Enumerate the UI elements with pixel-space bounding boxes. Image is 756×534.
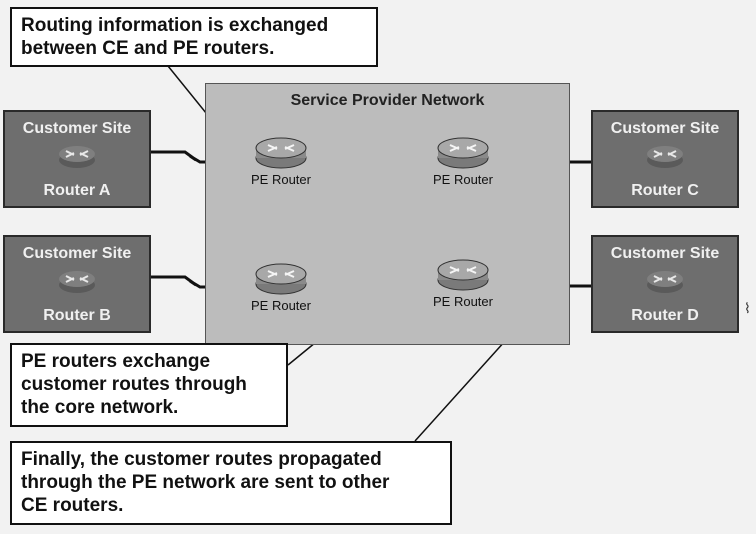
callout-core-exchange: PE routers exchange customer routes thro… — [10, 343, 288, 427]
customer-site-d: Customer Site Router D — [591, 235, 739, 333]
ce-router-name: Router B — [43, 307, 111, 324]
router-icon — [437, 137, 489, 169]
pe-router-label: PE Router — [433, 172, 493, 187]
customer-site-c: Customer Site Router C — [591, 110, 739, 208]
customer-site-title: Customer Site — [22, 245, 132, 262]
pe-router-label: PE Router — [433, 294, 493, 309]
pe-router: PE Router — [408, 258, 518, 309]
pe-router: PE Router — [226, 262, 336, 313]
service-provider-network: Service Provider Network — [205, 83, 570, 345]
router-icon — [437, 259, 489, 291]
router-icon — [647, 146, 683, 168]
edge-marker-icon: ⌇ — [744, 300, 751, 316]
callout-routing-exchange: Routing information is exchanged between… — [10, 7, 378, 67]
ce-router-name: Router C — [631, 182, 699, 199]
router-icon — [59, 146, 95, 168]
customer-site-title: Customer Site — [610, 120, 720, 137]
customer-site-a: Customer Site Router A — [3, 110, 151, 208]
customer-site-title: Customer Site — [610, 245, 720, 262]
customer-site-b: Customer Site Router B — [3, 235, 151, 333]
customer-site-title: Customer Site — [22, 120, 132, 137]
router-icon — [255, 263, 307, 295]
router-icon — [59, 271, 95, 293]
pe-router: PE Router — [226, 136, 336, 187]
router-icon — [647, 271, 683, 293]
ce-router-name: Router A — [43, 182, 111, 199]
ce-router-name: Router D — [631, 307, 699, 324]
provider-network-title: Service Provider Network — [290, 92, 485, 109]
pe-router-label: PE Router — [251, 298, 311, 313]
pe-router: PE Router — [408, 136, 518, 187]
callout-propagation: Finally, the customer routes propagated … — [10, 441, 452, 525]
pe-router-label: PE Router — [251, 172, 311, 187]
router-icon — [255, 137, 307, 169]
